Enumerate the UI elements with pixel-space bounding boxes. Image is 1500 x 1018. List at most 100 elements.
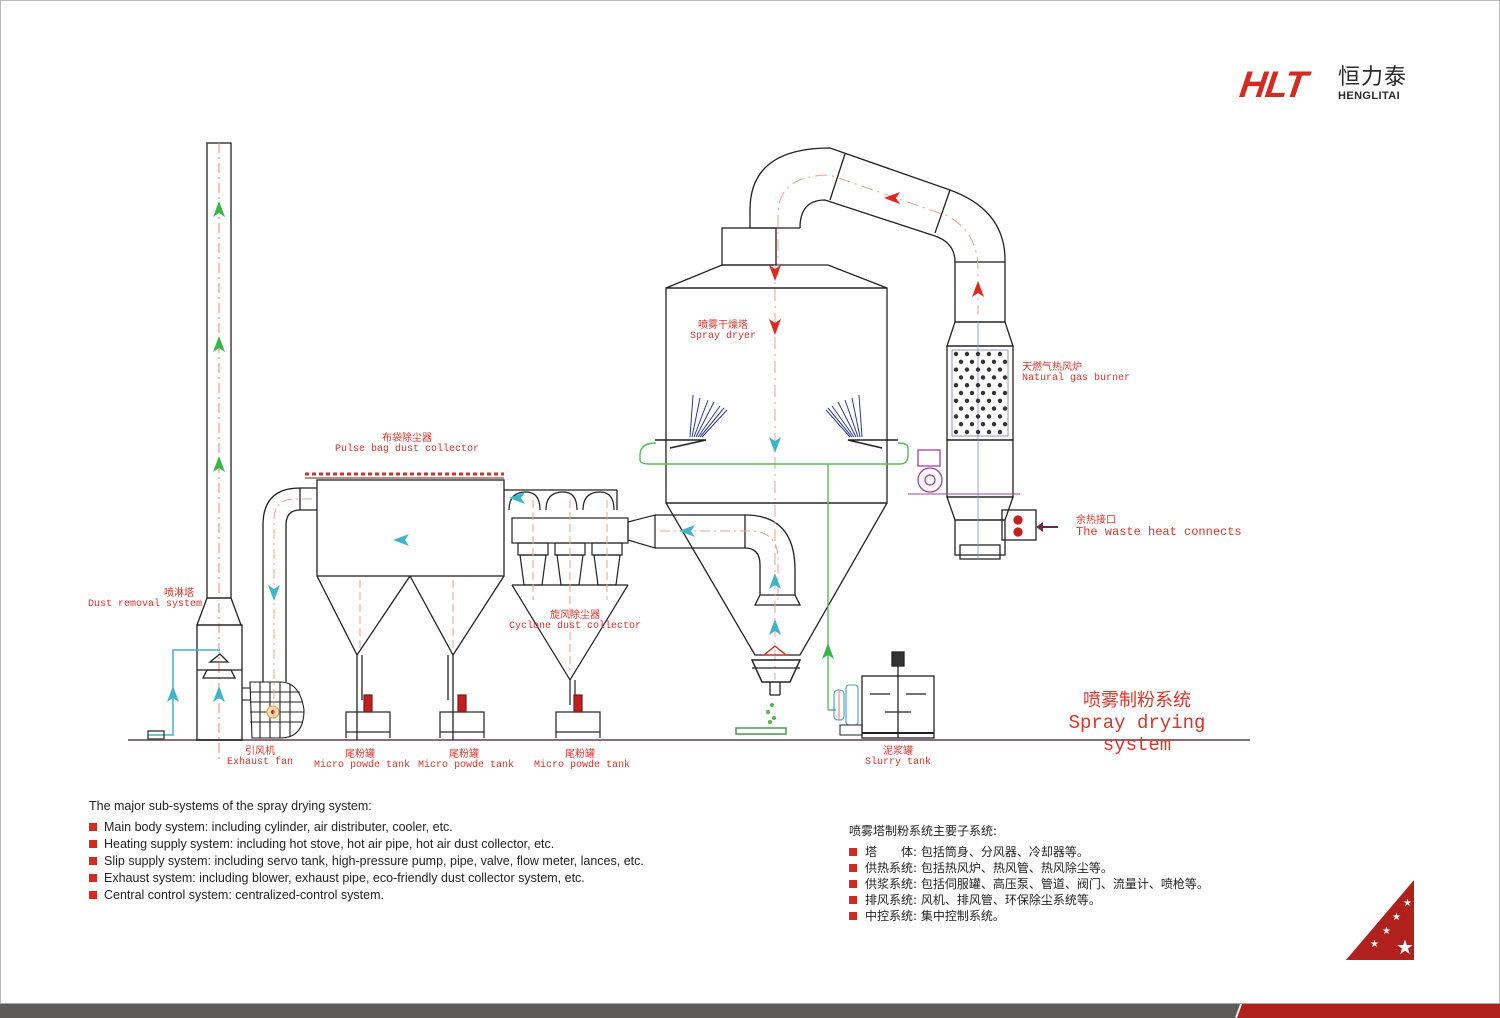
red-triangle [1346, 880, 1414, 960]
grid-dot [986, 429, 992, 435]
footer-red-band [1237, 1004, 1500, 1018]
flow-arrow-up [769, 619, 781, 635]
grid-dot [969, 390, 975, 396]
flow-arrow-down [769, 265, 781, 281]
flow-arrow-down [268, 585, 280, 601]
flow-arrow-left [393, 534, 409, 546]
grid-dot [969, 422, 975, 427]
spray-dryer-tower [665, 227, 888, 696]
grid-dot [991, 422, 997, 427]
bullet-square-icon [849, 864, 857, 872]
flow-arrow-up [972, 281, 984, 297]
star-icon: ★ [1370, 939, 1379, 950]
english-subsystem-list: The major sub-systems of the spray dryin… [89, 799, 669, 904]
flow-arrow-left [884, 192, 900, 204]
grid-dot [980, 422, 986, 427]
large-star-icon: ★ [1396, 935, 1414, 959]
grid-dot [975, 414, 981, 419]
chinese-list-heading: 喷雾塔制粉系统主要子系统: [849, 824, 998, 838]
flow-arrow-left [509, 492, 525, 504]
grid-dot [975, 383, 981, 388]
bullet-square-icon [849, 896, 857, 904]
chimney-stack [196, 142, 242, 760]
grid-dot [964, 398, 970, 403]
grid-dot [997, 429, 1003, 435]
list-item: 供热系统: 包括热风炉、热风管、热风除尘等。 [849, 860, 1269, 876]
high-pressure-pump [833, 684, 863, 736]
grid-dot [969, 375, 975, 380]
logo-english-name: HENGLITAI [1338, 90, 1401, 102]
dust-removal-tower [147, 624, 243, 741]
grid-dot [975, 367, 981, 372]
grid-dot [1002, 359, 1008, 364]
bullet-square-icon [89, 857, 97, 865]
grid-dot [964, 367, 970, 372]
flow-arrow-up [213, 201, 225, 217]
logo-chinese-name: 恒力泰 [1338, 65, 1408, 90]
footer-bar [0, 1003, 1500, 1018]
list-item: Main body system: including cylinder, ai… [89, 819, 669, 836]
micro-powder-tank-3 [555, 694, 601, 738]
label-waste-heat: 余热接口 The waste heat connects [1076, 515, 1242, 539]
grid-dot [975, 429, 981, 435]
grid-dot [958, 406, 964, 411]
dryer-outlet-duct [655, 514, 802, 606]
system-title-english: Spray drying system [1068, 712, 1206, 756]
footer-gray-band [0, 1004, 1240, 1018]
grid-dot [964, 351, 970, 357]
slurry-line [639, 442, 909, 711]
grid-dot [980, 359, 986, 364]
english-list-heading: The major sub-systems of the spray dryin… [89, 799, 372, 813]
flow-arrow-down [769, 437, 781, 453]
grid-dot [953, 414, 959, 419]
grid-dot [975, 351, 981, 357]
list-item: 供浆系统: 包括伺服罐、高压泵、管道、阀门、流量计、喷枪等。 [849, 876, 1269, 892]
grid-dot [997, 351, 1003, 357]
grid-dot [953, 398, 959, 403]
grid-dot [986, 367, 992, 372]
grid-dot [953, 351, 959, 357]
hot-air-duct [749, 147, 1006, 323]
powder-conveyor [735, 702, 787, 735]
bullet-square-icon [89, 823, 97, 831]
list-item: 塔 体: 包括筒身、分风器、冷却器等。 [849, 844, 1269, 860]
grid-dot [953, 383, 959, 388]
grid-dot [997, 414, 1003, 419]
list-item: 中控系统: 集中控制系统。 [849, 908, 1269, 924]
grid-dot [991, 390, 997, 396]
label-spray-dryer: 喷雾干燥塔 Spray dryer [689, 320, 756, 342]
grid-dot [980, 406, 986, 411]
chinese-subsystem-list: 喷雾塔制粉系统主要子系统: 塔 体: 包括筒身、分风器、冷却器等。 供热系统: … [849, 822, 1269, 924]
list-item: Slip supply system: including servo tank… [89, 853, 669, 870]
grid-dot [997, 383, 1003, 388]
flow-arrow-up [213, 686, 225, 702]
system-title: 喷雾制粉系统 Spray drying system [1034, 690, 1240, 756]
flow-arrow-up [213, 336, 225, 352]
grid-dot [964, 429, 970, 435]
grid-dot [1002, 375, 1008, 380]
exhaust-duct [262, 487, 317, 720]
grid-dot [964, 383, 970, 388]
grid-dot [991, 359, 997, 364]
flow-arrow-up [769, 573, 781, 589]
grid-dot [953, 367, 959, 372]
grid-dot [986, 414, 992, 419]
grid-dot [997, 367, 1003, 372]
company-logo: HLT 恒力泰 HENGLITAI [1237, 64, 1420, 106]
bullet-square-icon [849, 880, 857, 888]
nozzle-brackets [655, 439, 898, 449]
label-exhaust-fan: 引风机 Exhaust fan [226, 746, 293, 768]
grid-dot [991, 406, 997, 411]
label-pulse-bag-collector: 布袋除尘器 Pulse bag dust collector [334, 433, 480, 455]
grid-dot [1002, 390, 1008, 396]
star-icon: ★ [1392, 912, 1401, 923]
label-micro-tank-1: 尾粉罐 Micro powde tank [314, 749, 411, 771]
list-item: Exhaust system: including blower, exhaus… [89, 870, 669, 887]
grid-dot [969, 359, 975, 364]
label-micro-tank-2: 尾粉罐 Micro powde tank [418, 749, 515, 771]
grid-dot [986, 383, 992, 388]
list-item: Central control system: centralized-cont… [89, 887, 669, 904]
grid-dot [969, 406, 975, 411]
burner-heat-exchanger-grid [953, 351, 1008, 435]
